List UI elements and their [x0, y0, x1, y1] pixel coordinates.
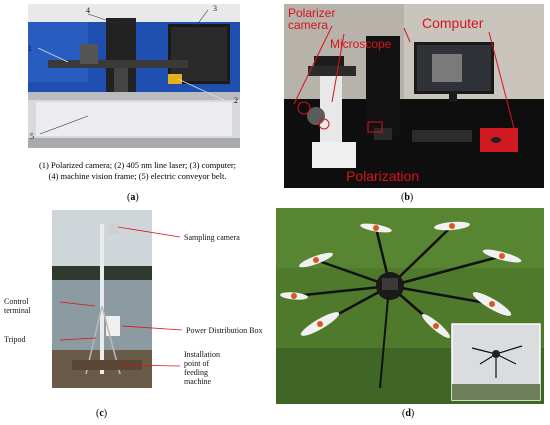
panel-b-microscope-label: Microscope	[330, 37, 392, 51]
panel-a-caption-line-2: (4) machine vision frame; (5) electric c…	[48, 171, 227, 181]
panel-c-control-terminal-label: Control terminal	[4, 297, 31, 315]
panel-a-number-3: 3	[213, 4, 217, 13]
panel-a-caption-line-1: (1) Polarized camera; (2) 405 nm line la…	[38, 160, 237, 170]
panel-c-scene	[52, 210, 152, 388]
panel-c-tripod-label: Tripod	[4, 335, 26, 344]
panel-d-scene	[276, 208, 544, 404]
panel-a-number-5: 5	[30, 132, 34, 141]
panel-a-scene	[28, 4, 240, 148]
panel-b-polarizer-camera-label: Polarizer camera	[288, 6, 336, 32]
panel-b-polarization-label: Polarization	[346, 168, 420, 184]
panel-a-photo: 1 2 3 4 5	[28, 4, 240, 148]
panel-c-sampling-camera-label: Sampling camera	[184, 233, 240, 242]
panel-a-number-4: 4	[86, 6, 90, 15]
panel-a-number-1: 1	[28, 44, 32, 53]
panel-b-label: (b)	[401, 192, 414, 203]
panel-a-label: (a)	[127, 192, 139, 203]
panel-b-photo: Polarizer camera Microscope Computer Pol…	[284, 4, 544, 188]
panel-c-power-box-label: Power Distribution Box	[186, 326, 263, 335]
panel-d-photo	[276, 208, 544, 404]
panel-c-label: (c)	[96, 408, 108, 419]
panel-a-caption: (1) Polarized camera; (2) 405 nm line la…	[10, 160, 265, 182]
panel-b-scene	[284, 4, 544, 188]
panel-a-number-2: 2	[234, 96, 238, 105]
panel-d-label: (d)	[402, 408, 415, 419]
panel-b-computer-label: Computer	[422, 15, 484, 31]
panel-c-installation-label: Installation point of feeding machine	[184, 350, 220, 386]
panel-c-photo	[52, 210, 152, 388]
